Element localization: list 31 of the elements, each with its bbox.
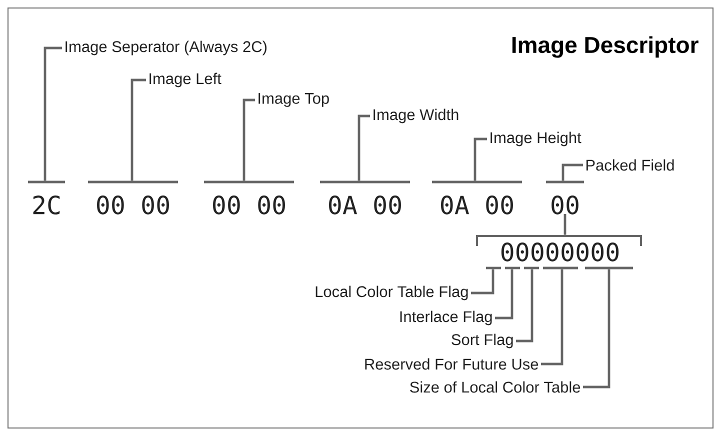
- field-label: Image Top: [258, 93, 329, 107]
- leader-line: [541, 269, 564, 366]
- leader-line: [583, 269, 610, 388]
- leader-line: [562, 164, 583, 181]
- leader-line: [516, 269, 534, 342]
- bit-field: 00000000: [476, 235, 642, 270]
- field-label: Packed Field: [586, 159, 674, 171]
- field-label: Image Left: [150, 72, 222, 88]
- field-label: Local Color Table Flag: [316, 286, 468, 300]
- field-label: Image Width: [374, 108, 458, 124]
- field-label: Reserved For Future Use: [365, 358, 538, 370]
- field-label: Image Height: [490, 132, 582, 146]
- field-label: Image Seperator (Always 2C): [66, 40, 266, 56]
- hex-byte: 2C: [28, 180, 65, 214]
- hex-byte: 00: [546, 180, 584, 214]
- leader-line: [130, 78, 146, 181]
- leader-line: [44, 46, 62, 181]
- leader-line: [471, 269, 494, 294]
- hex-byte: 0A 00: [432, 180, 522, 214]
- field-label: Size of Local Color Table: [410, 381, 580, 393]
- field-label: Sort Flag: [452, 334, 513, 348]
- title: Image Descriptor: [512, 36, 698, 58]
- leader-line: [564, 214, 566, 235]
- leader-line: [474, 138, 487, 181]
- hex-byte: 00 00: [204, 180, 294, 214]
- field-label: Interlace Flag: [400, 310, 492, 326]
- hex-byte: 00 00: [88, 180, 178, 214]
- leader-line: [495, 269, 514, 320]
- leader-line: [242, 98, 255, 181]
- leader-line: [358, 114, 370, 181]
- hex-byte: 0A 00: [320, 180, 410, 214]
